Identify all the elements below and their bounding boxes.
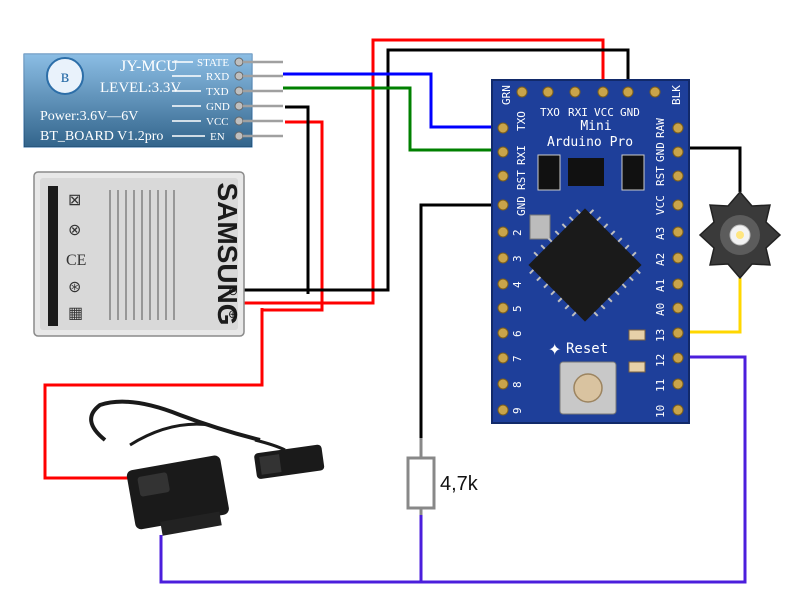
bt-pin-state: STATE (197, 57, 229, 69)
battery-brand: SAMSUNG (212, 182, 243, 325)
arduino-right-pin-a3: A3 (654, 227, 667, 240)
arduino-left-pin-4: 4 (511, 281, 524, 288)
bluetooth-logo-icon (46, 57, 84, 95)
battery-terminal-plus: ⊕ (228, 307, 238, 321)
arduino-left-pin-rxi: RXI (515, 145, 528, 165)
resistor-value: 4,7k (440, 473, 479, 495)
bt-header-pins (234, 57, 283, 141)
arduino-logo-icon: ✦ (548, 342, 561, 359)
bt-pin-arrows (172, 61, 205, 137)
battery-cert-icons: ⊠ ⊗ CE ⊛ ▦ (66, 192, 86, 322)
arduino-right-pin-10: 10 (654, 405, 667, 418)
wire-yellow-led (688, 278, 742, 334)
arduino-right-pin-13: 13 (654, 329, 667, 342)
wire-red-vcc (243, 38, 605, 305)
bt-level: LEVEL:3.3V (100, 80, 181, 96)
arduino-left-pin-gnd: GND (515, 196, 528, 216)
arduino-right-pin-rst: RST (654, 166, 667, 186)
arduino-right-pin-a0: A0 (654, 303, 667, 316)
arduino-right-pin-raw: RAW (654, 118, 667, 138)
bt-pin-en: EN (210, 131, 225, 143)
wire-black-bt-gnd (285, 105, 310, 294)
arduino-pro-mini: GRN BLK TXO RXI VCC GND Mini Arduino Pro (491, 79, 690, 424)
bt-title: JY-MCU (120, 58, 178, 75)
arduino-right-pin-12: 12 (654, 354, 667, 367)
arduino-regulator (568, 158, 604, 186)
arduino-left-pin-9: 9 (511, 407, 524, 414)
arduino-left-pin-7: 7 (511, 355, 524, 362)
arduino-right-pin-vcc: VCC (654, 195, 667, 215)
bluetooth-logo-glyph: ʙ (61, 66, 70, 86)
wire-green-tx (283, 86, 491, 152)
arduino-reset-label: Reset (566, 341, 608, 357)
arduino-top-pin-vcc: VCC (594, 106, 614, 119)
arduino-left-pin-2: 2 (511, 229, 524, 236)
wire-black-gnd (243, 48, 630, 292)
resistor: 4,7k (406, 438, 479, 515)
arduino-left-pin-8: 8 (511, 381, 524, 388)
bt-pin-vcc: VCC (206, 116, 229, 128)
arduino-right-pin-a2: A2 (654, 253, 667, 266)
arduino-capacitor-left (537, 154, 561, 191)
arduino-right-pin-gnd: GND (654, 142, 667, 162)
bt-board: BT_BOARD V1.2pro (40, 129, 163, 144)
arduino-left-pin-rst: RST (515, 170, 528, 190)
svg-text:⊠: ⊠ (68, 192, 81, 209)
wires (43, 38, 747, 584)
arduino-right-pin-11: 11 (654, 379, 667, 392)
battery-spec-text (109, 190, 175, 320)
arduino-left-pin-txo: TXO (515, 111, 528, 131)
svg-text:CE: CE (66, 252, 86, 269)
bt-pin-rxd: RXD (206, 71, 229, 83)
arduino-left-pin-6: 6 (511, 330, 524, 337)
arduino-corner-right: BLK (670, 85, 683, 105)
arduino-side-pin-holes (497, 122, 684, 416)
arduino-left-pin-3: 3 (511, 255, 524, 262)
reed-sensor-icon (89, 399, 325, 536)
arduino-left-pin-5: 5 (511, 305, 524, 312)
svg-text:⊗: ⊗ (68, 222, 81, 239)
arduino-top-pin-rxi: RXI (568, 106, 588, 119)
arduino-corner-left: GRN (500, 85, 513, 105)
bt-pin-txd: TXD (206, 86, 229, 98)
arduino-title-pro: Arduino Pro (547, 135, 633, 150)
arduino-smd-led (628, 361, 646, 373)
arduino-reset-button[interactable] (559, 361, 617, 415)
arduino-right-pin-a1: A1 (654, 279, 667, 292)
svg-text:▦: ▦ (68, 305, 83, 322)
arduino-capacitor-right (621, 154, 645, 191)
wire-red-sensor (43, 308, 264, 480)
arduino-top-pin-txo: TXO (540, 106, 560, 119)
battery-terminal-minus: ⊖ (228, 284, 238, 298)
wire-purple-signal (159, 355, 747, 584)
arduino-smd-resistor (628, 329, 646, 341)
power-led-icon (698, 190, 782, 280)
wire-black-led (690, 146, 742, 192)
arduino-crystal (529, 214, 551, 240)
arduino-title-mini: Mini (580, 119, 611, 134)
bt-pin-gnd: GND (206, 101, 230, 113)
bt-power: Power:3.6V—6V (40, 109, 138, 124)
bluetooth-module: ʙ JY-MCU LEVEL:3.3V Power:3.6V—6V BT_BOA… (23, 53, 283, 148)
wire-red-bt-vcc (262, 120, 324, 312)
wire-blue-rx (283, 72, 491, 129)
arduino-top-pin-gnd: GND (620, 106, 640, 119)
arduino-top-pin-holes (516, 86, 661, 98)
svg-text:⊛: ⊛ (68, 279, 81, 296)
wire-black-pin2 (419, 203, 491, 438)
battery: SAMSUNG ⊠ ⊗ CE ⊛ ▦ ⊖ ⊕ (33, 171, 245, 337)
